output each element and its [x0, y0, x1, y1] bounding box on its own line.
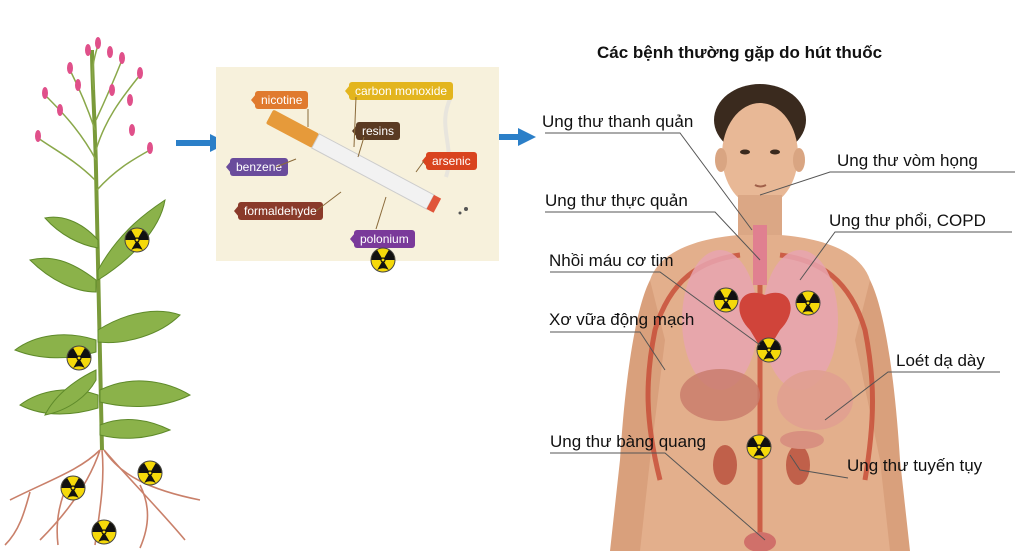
- radiation-icon: [124, 227, 150, 258]
- disease-label-heart-attack: Nhồi máu cơ tim: [549, 251, 674, 270]
- disease-label-atherosclerosis: Xơ vữa động mạch: [549, 310, 695, 329]
- disease-label-larynx-cancer: Ung thư thanh quản: [542, 112, 694, 131]
- chemical-tag-polonium: polonium: [350, 230, 415, 248]
- radiation-icon: [746, 434, 772, 465]
- disease-label-pancreatic-cancer: Ung thư tuyến tụy: [847, 456, 983, 475]
- disease-label-nasopharyngeal-cancer: Ung thư vòm họng: [837, 151, 978, 170]
- human-body-illustration: [610, 84, 910, 551]
- radiation-icon: [370, 247, 396, 278]
- radiation-icon: [60, 475, 86, 506]
- chemical-tag-nicotine: nicotine: [250, 91, 309, 109]
- chemical-tag-formaldehyde: formaldehyde: [234, 202, 323, 220]
- chemical-tag-carbon-monoxide: carbon monoxide: [344, 82, 454, 100]
- radiation-icon: [66, 345, 92, 376]
- chemical-tag-arsenic: arsenic: [422, 152, 477, 170]
- chemical-tag-benzene: benzene: [225, 158, 289, 176]
- disease-label-stomach-ulcer: Loét dạ dày: [896, 351, 985, 370]
- page-title: Các bệnh thường gặp do hút thuốc: [597, 43, 883, 62]
- radiation-icon: [795, 290, 821, 321]
- disease-label-esophageal-cancer: Ung thư thực quản: [545, 191, 688, 210]
- radiation-icon: [713, 287, 739, 318]
- arrow-right-icon: [488, 128, 536, 146]
- disease-label-lung-cancer-copd: Ung thư phổi, COPD: [829, 211, 986, 230]
- radiation-icon: [137, 460, 163, 491]
- radiation-icon: [756, 337, 782, 368]
- chemical-connector-lines: [275, 96, 425, 230]
- disease-label-bladder-cancer: Ung thư bàng quang: [550, 432, 707, 451]
- cigarette-chemicals-panel: nicotine carbon monoxide resins benzene …: [216, 67, 499, 273]
- radiation-icon: [91, 519, 117, 550]
